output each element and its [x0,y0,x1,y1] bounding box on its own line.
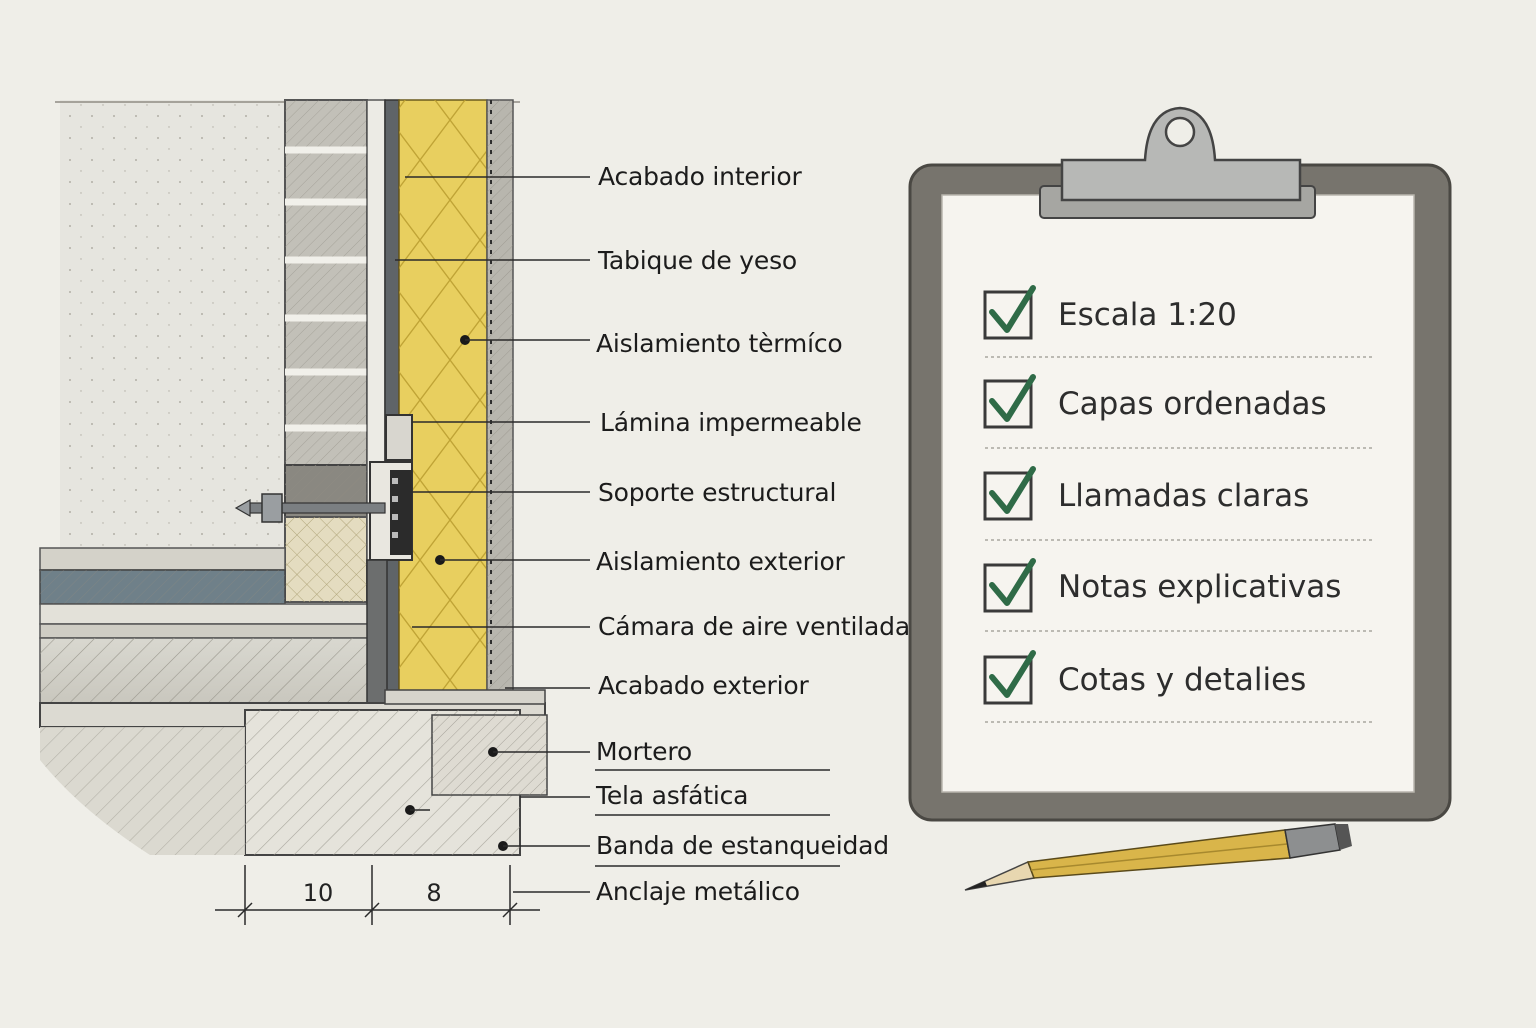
label-lamina-impermeable: Lámina impermeable [600,408,862,437]
label-aislamiento-exterior: Aislamiento exterior [596,547,845,576]
label-tela-asfatica: Tela asfática [596,781,749,810]
leader-lines [395,176,840,893]
floor-slab [39,547,388,704]
label-soporte-estructural: Soporte estructural [598,478,837,507]
dimension-line [215,865,540,925]
label-camara-aire: Cámara de aire ventilada [598,612,910,641]
label-anclaje-metalico: Anclaje metálico [596,877,800,906]
label-aislamiento-termico: Aislamiento tèrmíco [596,329,843,358]
metal-anchor-bolt [234,493,386,523]
checklist-item-notas: Notas explicativas [1058,569,1342,605]
label-acabado-exterior: Acabado exterior [598,671,809,700]
dimension-10: 10 [303,879,334,907]
checklist-boxes [983,285,1375,723]
label-mortero: Mortero [596,737,692,766]
label-tabique-yeso: Tabique de yeso [598,246,798,275]
dimension-8: 8 [426,879,441,907]
clipboard [908,106,1452,822]
checklist-item-cotas: Cotas y detalies [1058,662,1307,698]
label-banda-estanqueidad: Banda de estanqueidad [596,831,889,860]
checklist-item-llamadas: Llamadas claras [1058,478,1310,514]
checklist-item-capas: Capas ordenadas [1058,386,1327,422]
checklist-item-escala: Escala 1:20 [1058,297,1237,333]
pencil [964,823,1352,891]
thermal-insulation [398,99,488,696]
foundation-footing [39,335,548,856]
brick-wall [284,99,368,603]
label-acabado-interior: Acabado interior [598,162,802,191]
